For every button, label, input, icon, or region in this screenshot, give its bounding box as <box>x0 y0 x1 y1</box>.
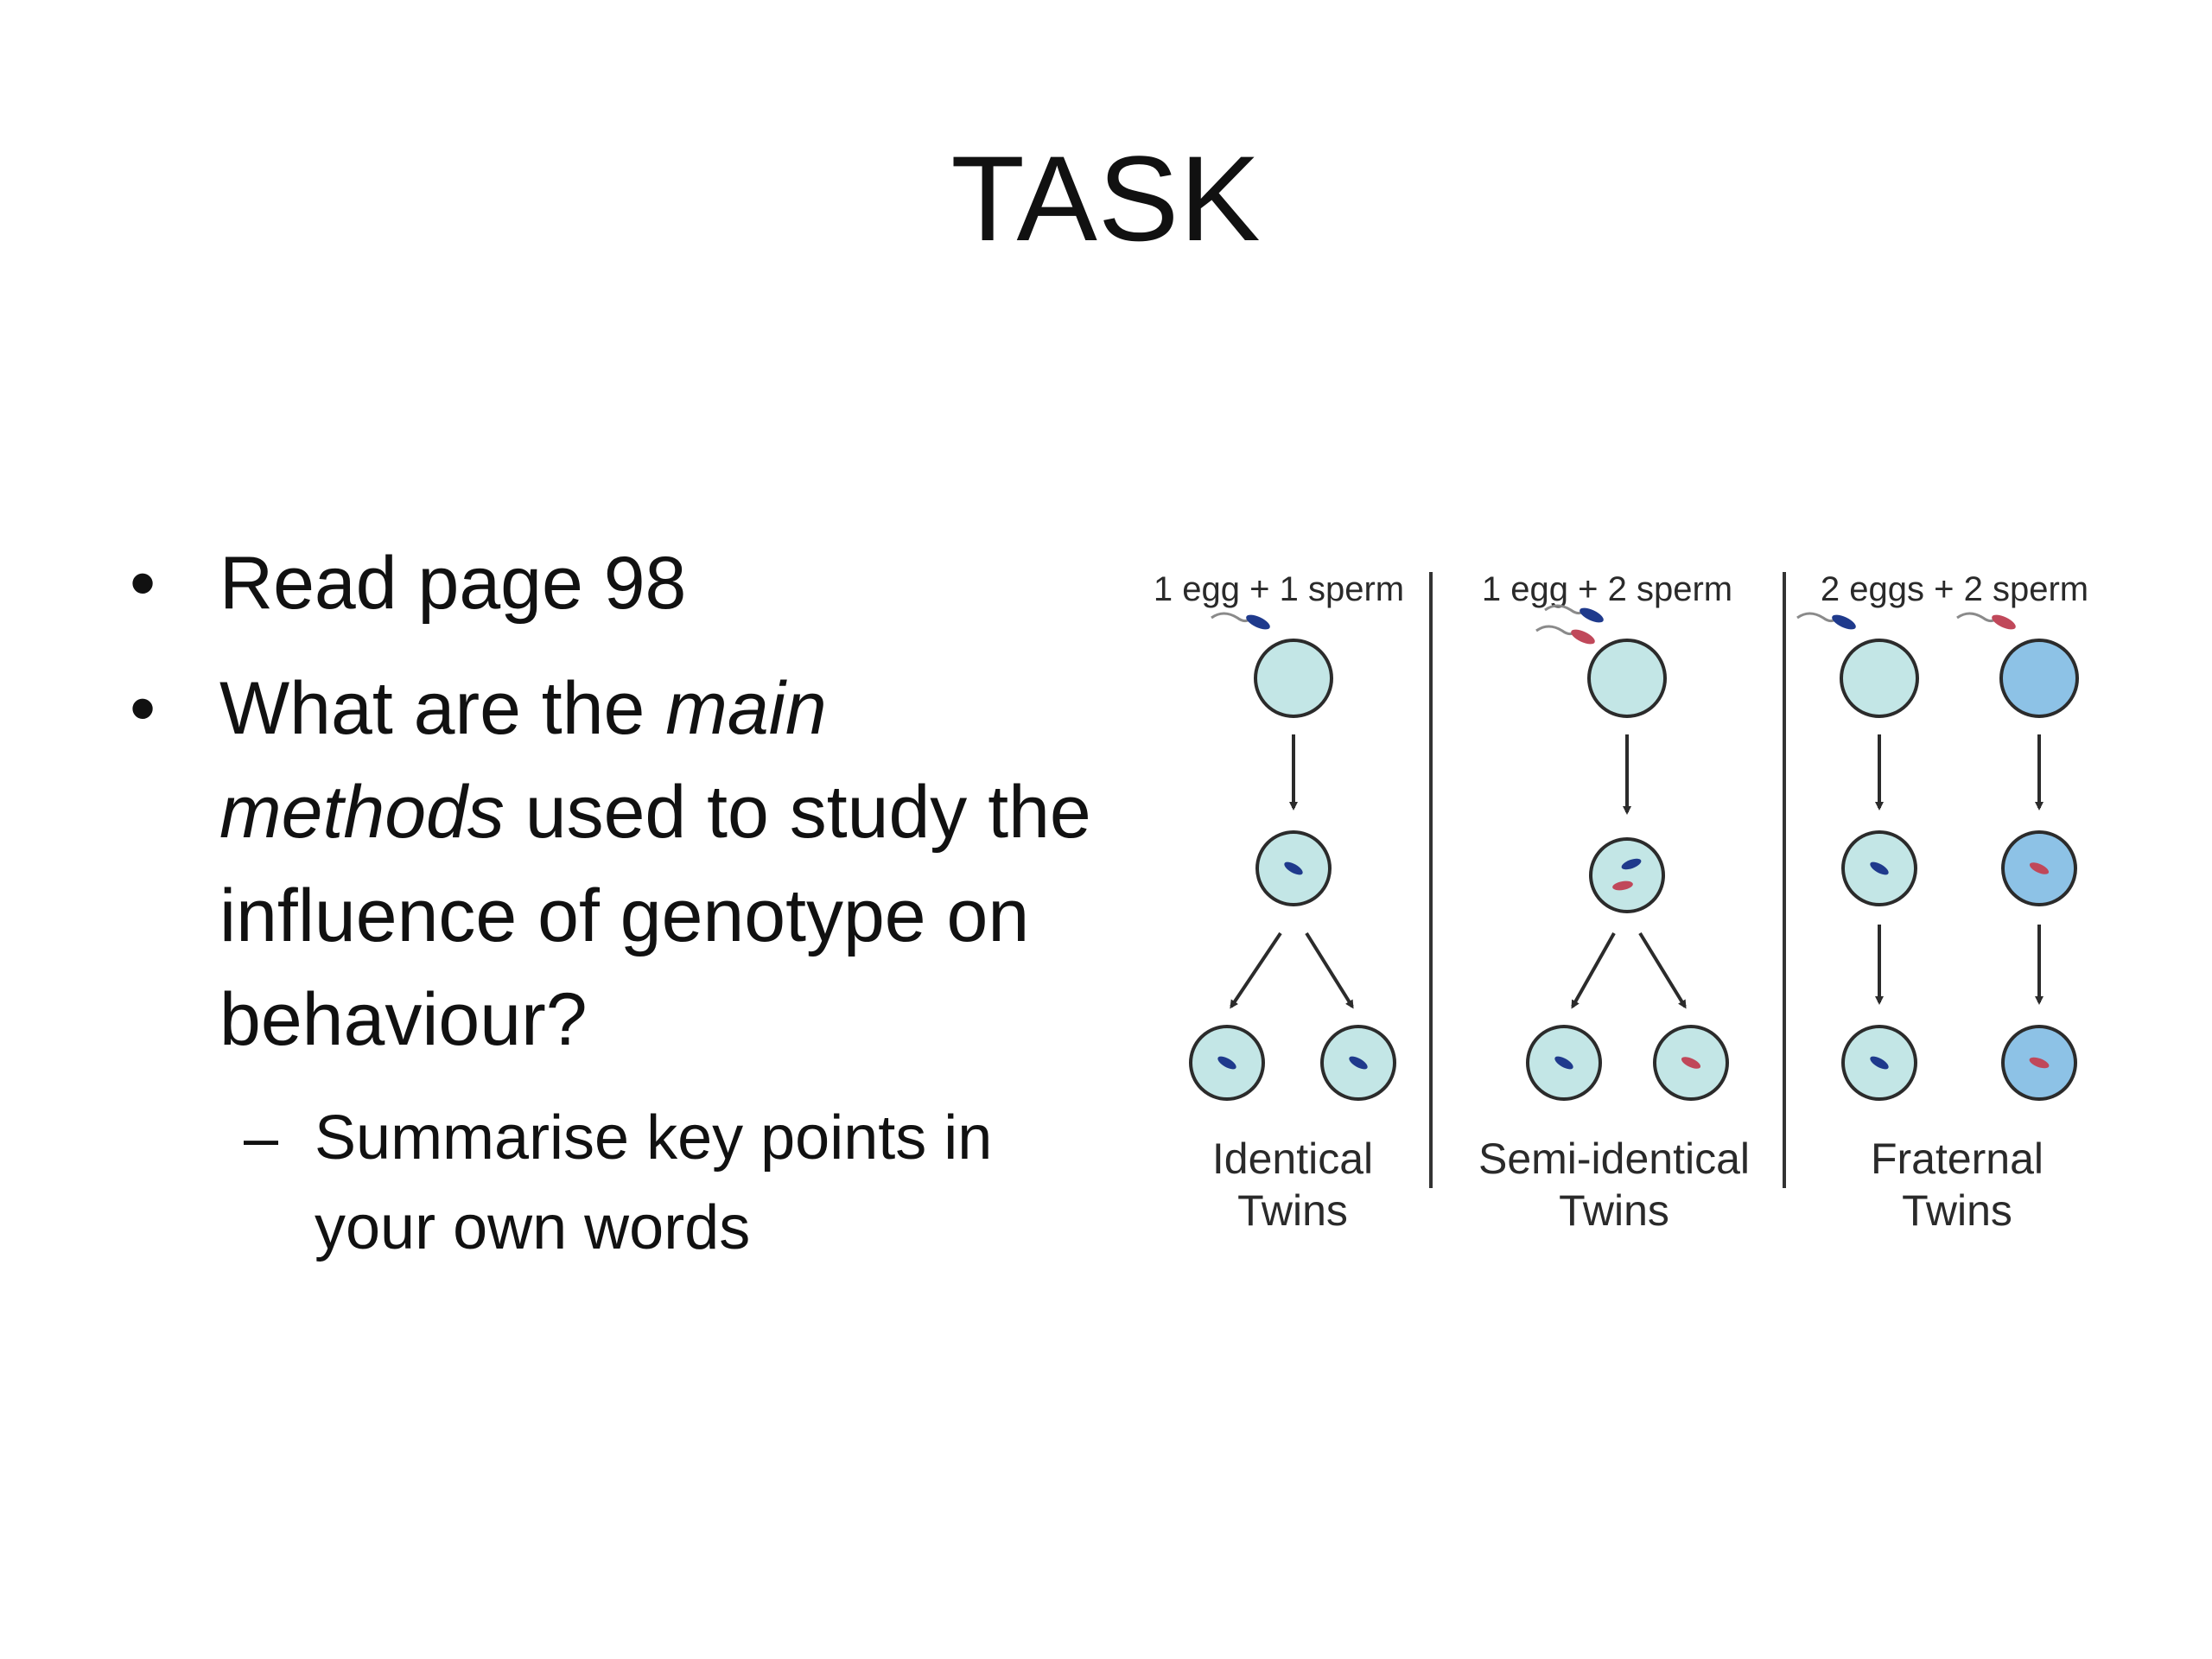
label-identical-line1: Identical <box>1212 1135 1373 1183</box>
bullet-marker: • <box>130 667 156 750</box>
twins-diagram: 1 egg + 1 sperm 1 egg + 2 sperm 2 eggs +… <box>1123 553 2126 1262</box>
sperm-head-red <box>1992 614 2016 630</box>
nucleus-blue <box>1554 1056 1573 1070</box>
nucleus-blue <box>1621 858 1642 870</box>
caption-identical: 1 egg + 1 sperm <box>1154 570 1404 608</box>
semi-identical-column: Semi-identical Twins <box>1478 604 1750 1235</box>
nucleus-blue <box>1284 861 1303 875</box>
nucleus-blue <box>1349 1056 1368 1070</box>
sperm-tail <box>1956 612 1996 623</box>
identical-column: Identical Twins <box>1189 612 1396 1235</box>
bullet-marker: • <box>130 542 156 625</box>
label-fraternal-line2: Twins <box>1902 1186 2012 1235</box>
nucleus-red <box>1681 1057 1701 1069</box>
zygote-cell <box>1589 837 1665 913</box>
bullet-text-start: What are the <box>219 667 666 750</box>
arrow-split-right <box>1305 931 1354 1009</box>
sperm-tail <box>1544 604 1584 615</box>
bullet-item: • What are the main methods used to stud… <box>130 657 1115 1071</box>
nucleus-blue <box>1870 861 1889 875</box>
nucleus-blue <box>1217 1056 1236 1070</box>
label-identical-line2: Twins <box>1237 1186 1348 1235</box>
sperm-head-blue <box>1246 614 1270 630</box>
nucleus-red <box>1612 880 1633 891</box>
label-semi-identical-line2: Twins <box>1559 1186 1669 1235</box>
caption-semi-identical: 1 egg + 2 sperm <box>1482 570 1732 608</box>
egg-cell <box>1999 639 2079 718</box>
egg-cell <box>1840 639 1919 718</box>
egg-cell <box>1254 639 1333 718</box>
arrow-split-left <box>1571 932 1616 1009</box>
label-fraternal-line1: Fraternal <box>1871 1135 2044 1183</box>
sperm-tail <box>1535 625 1575 636</box>
bullet-list: • Read page 98 • What are the main metho… <box>130 531 1115 1273</box>
sperm-head-red <box>1571 629 1595 645</box>
sperm-head-blue <box>1832 614 1856 630</box>
label-semi-identical-line1: Semi-identical <box>1478 1135 1750 1183</box>
bullet-text: Read page 98 <box>219 542 687 625</box>
bullet-text-end: used to study the influence of genotype … <box>219 771 1091 1061</box>
nucleus-blue <box>1870 1056 1889 1070</box>
arrow-split-left <box>1230 931 1282 1009</box>
bullet-item: • Read page 98 <box>130 531 1115 635</box>
nucleus-red <box>2029 1057 2050 1069</box>
bullet-emphasis: main methods <box>219 667 827 854</box>
nucleus-red <box>2029 862 2050 874</box>
egg-cell <box>1587 639 1667 718</box>
arrow-split-right <box>1638 931 1687 1009</box>
sperm-tail <box>1796 612 1836 623</box>
sub-bullet-text: Summarise key points in your own words <box>315 1103 993 1262</box>
sub-bullet-item: – Summarise key points in your own words <box>130 1093 1115 1273</box>
sperm-head-blue <box>1580 607 1604 623</box>
sub-bullet-marker: – <box>244 1103 279 1173</box>
sperm-tail <box>1211 612 1250 623</box>
fraternal-column: Fraternal Twins <box>1796 612 2079 1235</box>
caption-fraternal: 2 eggs + 2 sperm <box>1821 570 2088 608</box>
slide-title: TASK <box>950 130 1262 266</box>
